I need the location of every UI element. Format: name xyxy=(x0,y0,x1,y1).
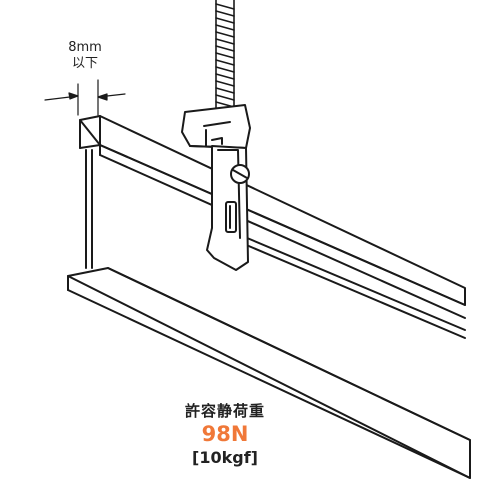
dimension-value-label: 8mm xyxy=(68,40,102,55)
dimension-arrow-icon xyxy=(44,79,126,116)
load-title: 許容静荷重 xyxy=(184,402,265,420)
load-value-kgf: [10kgf] xyxy=(192,448,258,467)
load-value-newton: 98N xyxy=(201,422,249,446)
threaded-rod-icon xyxy=(215,0,235,113)
hanger-clip-icon xyxy=(181,104,251,271)
dimension-qualifier-label: 以下 xyxy=(71,56,98,71)
rail-profile-icon xyxy=(67,115,471,479)
